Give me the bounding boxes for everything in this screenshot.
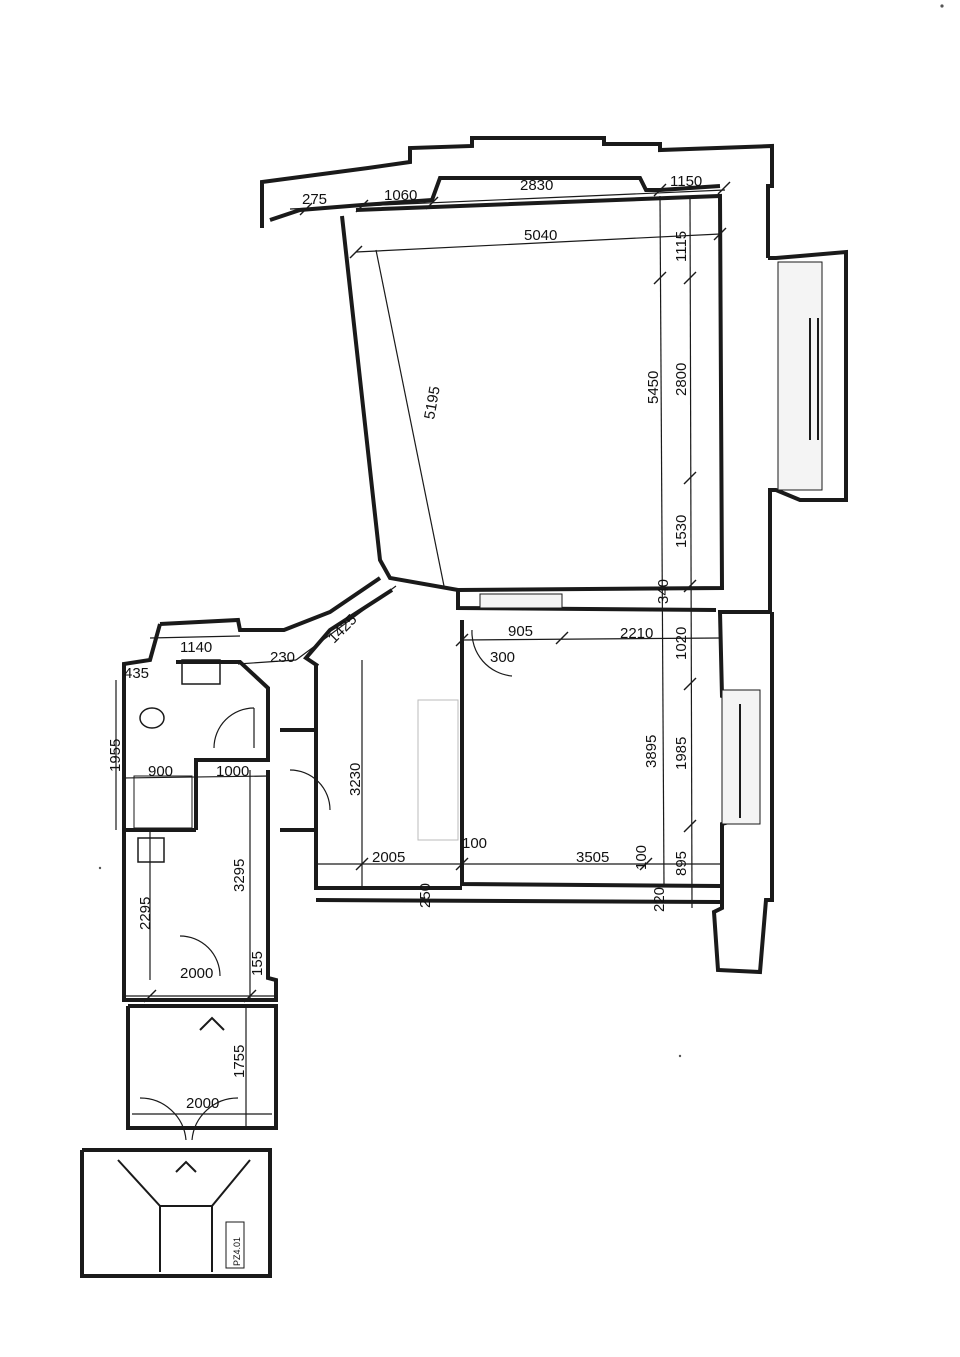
dimension-labels: 275 1060 2830 1150 5040 1115 5195 5450 2…	[107, 173, 702, 1112]
door-swings	[139, 629, 513, 1173]
dimension-lines	[115, 189, 726, 1128]
dim-1955: 1955	[107, 739, 124, 772]
dim-3505: 3505	[576, 849, 609, 866]
stamp-box	[225, 1221, 245, 1269]
dim-1140: 1140	[180, 639, 212, 656]
outer-walls	[80, 136, 848, 1278]
shower-tray	[133, 775, 193, 829]
dim-155: 155	[249, 951, 266, 976]
dim-1150: 1150	[670, 173, 702, 190]
sink-icon	[137, 837, 165, 863]
bay-window	[777, 261, 823, 491]
dim-5040: 5040	[524, 227, 557, 244]
dim-2005: 2005	[372, 849, 405, 866]
dim-2800: 2800	[673, 363, 690, 396]
dim-2000-a: 2000	[180, 965, 213, 982]
dim-3895: 3895	[643, 735, 660, 768]
dim-2295: 2295	[137, 897, 154, 930]
dim-900: 900	[148, 763, 173, 780]
dim-2830: 2830	[520, 177, 553, 194]
dim-3295: 3295	[231, 859, 248, 892]
dim-905: 905	[508, 623, 533, 640]
niche	[479, 593, 563, 609]
dim-5450: 5450	[645, 371, 662, 404]
cabinet	[417, 699, 459, 841]
dim-1060: 1060	[384, 187, 417, 204]
dim-340: 340	[655, 579, 672, 604]
dim-1755: 1755	[231, 1045, 248, 1078]
dim-895: 895	[673, 851, 690, 876]
dim-1000: 1000	[216, 763, 249, 780]
dim-435: 435	[124, 665, 149, 682]
dim-1985: 1985	[673, 737, 690, 770]
dim-275: 275	[302, 191, 327, 208]
dim-1530: 1530	[673, 515, 690, 548]
dim-3230: 3230	[347, 763, 364, 796]
toilet-icon	[139, 707, 165, 729]
dim-100-b: 100	[633, 845, 650, 870]
dim-5195: 5195	[421, 385, 444, 421]
fixtures	[133, 659, 459, 863]
dim-1020: 1020	[673, 627, 690, 660]
dim-2210: 2210	[620, 625, 653, 642]
stamp-text: PZ4.01	[232, 1237, 242, 1266]
scan-marks	[98, 4, 944, 1058]
dimension-ticks	[143, 181, 731, 1003]
dim-250: 250	[417, 883, 434, 908]
dim-2000-b: 2000	[186, 1095, 219, 1112]
dim-300: 300	[490, 649, 515, 666]
dim-230: 230	[270, 649, 295, 666]
washbasin-icon	[181, 659, 221, 685]
dim-220: 220	[651, 887, 668, 912]
dim-1115: 1115	[673, 231, 690, 262]
dim-100-a: 100	[462, 835, 487, 852]
